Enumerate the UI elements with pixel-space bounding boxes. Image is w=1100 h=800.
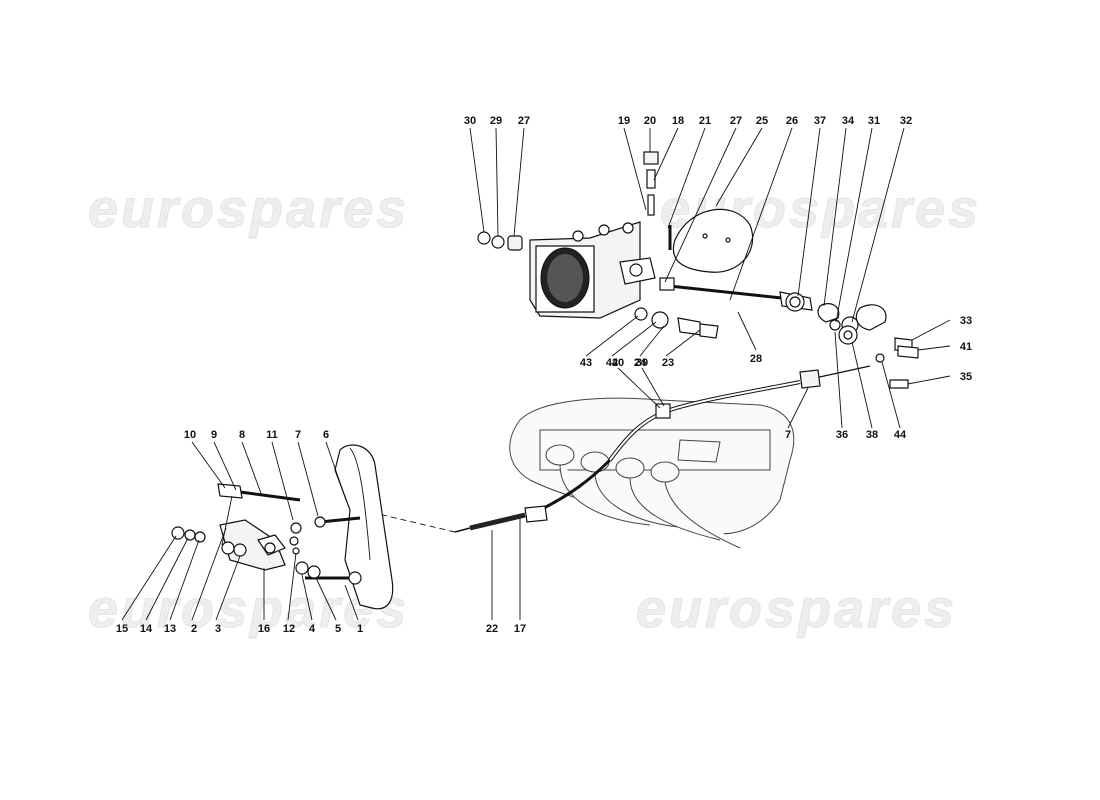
small-nuts-left (171, 526, 321, 579)
callout-40: 40 (612, 357, 624, 369)
callout-28: 28 (750, 353, 762, 365)
callout-17: 17 (514, 623, 526, 635)
callout-10: 10 (184, 429, 196, 441)
small-washers-top (477, 231, 523, 251)
watermark-bottom-right: eurospares (635, 579, 958, 640)
callout-26: 26 (786, 115, 798, 127)
callout-31: 31 (868, 115, 880, 127)
throttle-cable (369, 365, 871, 533)
callout-33: 33 (960, 315, 972, 327)
callout-36: 36 (836, 429, 848, 441)
leader-lines (121, 127, 951, 621)
callout-38: 38 (866, 429, 878, 441)
throttle-shaft (659, 277, 813, 312)
callout-43: 43 (580, 357, 592, 369)
callout-6: 6 (323, 429, 329, 441)
callout-30: 30 (464, 115, 476, 127)
pedal-bracket (217, 483, 361, 571)
callout-labels: 1 2 3 4 5 6 7 7 8 9 10 11 12 13 14 15 16… (116, 115, 972, 635)
callout-39: 39 (636, 357, 648, 369)
callout-37: 37 (814, 115, 826, 127)
callout-15: 15 (116, 623, 128, 635)
callout-41: 41 (960, 341, 972, 353)
callout-14: 14 (140, 623, 153, 635)
callout-16: 16 (258, 623, 270, 635)
callout-4: 4 (309, 623, 316, 635)
callout-5: 5 (335, 623, 341, 635)
callout-25: 25 (756, 115, 768, 127)
callout-13: 13 (164, 623, 176, 635)
callout-9: 9 (211, 429, 217, 441)
accelerator-pedal (305, 444, 394, 610)
callout-32: 32 (900, 115, 912, 127)
throttle-body (529, 221, 656, 319)
callout-20: 20 (644, 115, 656, 127)
callout-34: 34 (842, 115, 855, 127)
callout-11: 11 (266, 429, 278, 441)
callout-7-left: 7 (295, 429, 301, 441)
callout-1: 1 (357, 623, 363, 635)
callout-44: 44 (894, 429, 907, 441)
callout-42: 42 (606, 357, 618, 369)
callout-24: 24 (634, 357, 647, 369)
callout-2: 2 (191, 623, 197, 635)
callout-29: 29 (490, 115, 502, 127)
callout-7-right: 7 (785, 429, 791, 441)
callout-21: 21 (699, 115, 711, 127)
callout-27-right: 27 (730, 115, 742, 127)
top-fittings (643, 151, 672, 250)
lower-throttle-parts (634, 307, 719, 339)
callout-18: 18 (672, 115, 684, 127)
callout-8: 8 (239, 429, 245, 441)
watermark-top-left: eurospares (87, 179, 410, 240)
callout-12: 12 (283, 623, 295, 635)
callout-22: 22 (486, 623, 498, 635)
callout-19: 19 (618, 115, 630, 127)
throttle-lever-assembly (817, 303, 919, 389)
cover-plate (672, 208, 754, 273)
callout-23: 23 (662, 357, 674, 369)
callout-27-left: 27 (518, 115, 530, 127)
intake-manifold (509, 397, 795, 549)
callout-3: 3 (215, 623, 221, 635)
callout-35: 35 (960, 371, 972, 383)
